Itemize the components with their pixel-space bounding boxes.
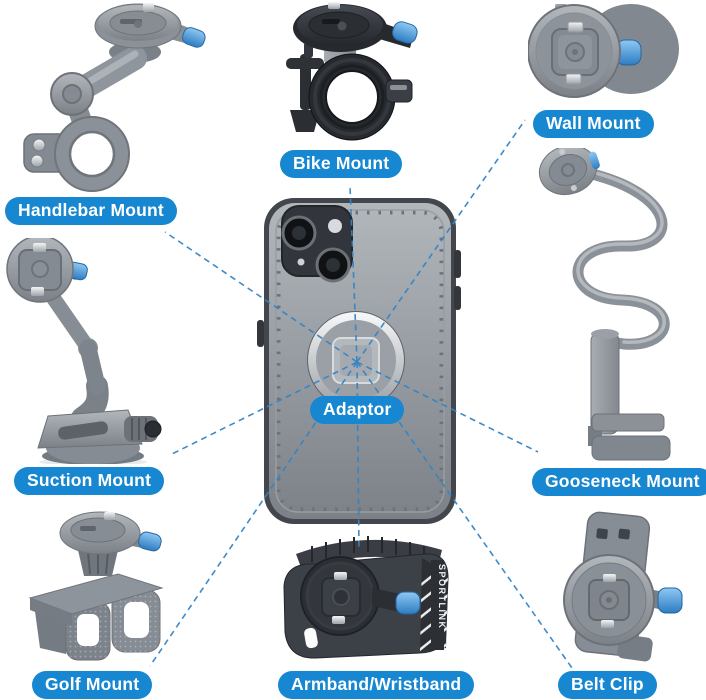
belt-clip-image (563, 511, 683, 662)
clip (565, 73, 582, 85)
quick-lock-button (588, 151, 600, 170)
clip (603, 574, 616, 582)
camera-mic (297, 258, 305, 266)
clip (31, 287, 44, 296)
lock-tab (328, 2, 340, 9)
label-suction-mount: Suction Mount (14, 467, 165, 495)
label-armband: Armband/Wristband (278, 671, 475, 699)
bike-mount-image (286, 2, 418, 141)
clamp-lower-jaw (591, 435, 671, 461)
quick-lock-button (392, 21, 418, 44)
label-wall-mount: Wall Mount (533, 110, 654, 138)
clip (601, 620, 614, 628)
lock-tab (104, 512, 115, 520)
side-button (454, 250, 461, 278)
label-adaptor: Adaptor (310, 396, 405, 424)
hinge (385, 79, 413, 103)
quick-lock-button (657, 587, 683, 614)
suction-mount-image (6, 238, 162, 464)
wing-nut (290, 110, 320, 132)
gooseneck-mount-image (538, 148, 671, 461)
quick-lock-button (395, 591, 421, 615)
clamp-upper-jaw (591, 413, 665, 432)
quick-lock-button (182, 27, 206, 48)
label-golf-mount: Golf Mount (32, 671, 153, 699)
arm-lower (79, 339, 106, 395)
clip (567, 21, 584, 33)
armband-image: SPORTLINK (283, 536, 449, 659)
quick-lock-button (138, 531, 162, 552)
screw (30, 154, 44, 168)
label-belt-clip: Belt Clip (558, 671, 657, 699)
camera-flash (328, 219, 342, 233)
side-button (454, 286, 461, 310)
label-handlebar-mount: Handlebar Mount (5, 197, 177, 225)
screw (32, 138, 46, 152)
clip (33, 243, 46, 252)
phone-case-image (257, 198, 461, 524)
label-gooseneck-mount: Gooseneck Mount (532, 468, 706, 496)
mount-head (538, 148, 600, 196)
side-button (257, 320, 264, 347)
wall-mount-image (528, 4, 679, 98)
arm-upper (44, 288, 96, 356)
label-bike-mount: Bike Mount (280, 150, 403, 178)
brand-text: SPORTLINK (437, 564, 447, 630)
clip (334, 572, 347, 580)
golf-mount-image (28, 511, 164, 661)
lock-lever (58, 421, 108, 440)
clip (332, 616, 345, 624)
lock-tab (143, 3, 154, 12)
handlebar-mount-image (23, 3, 206, 192)
